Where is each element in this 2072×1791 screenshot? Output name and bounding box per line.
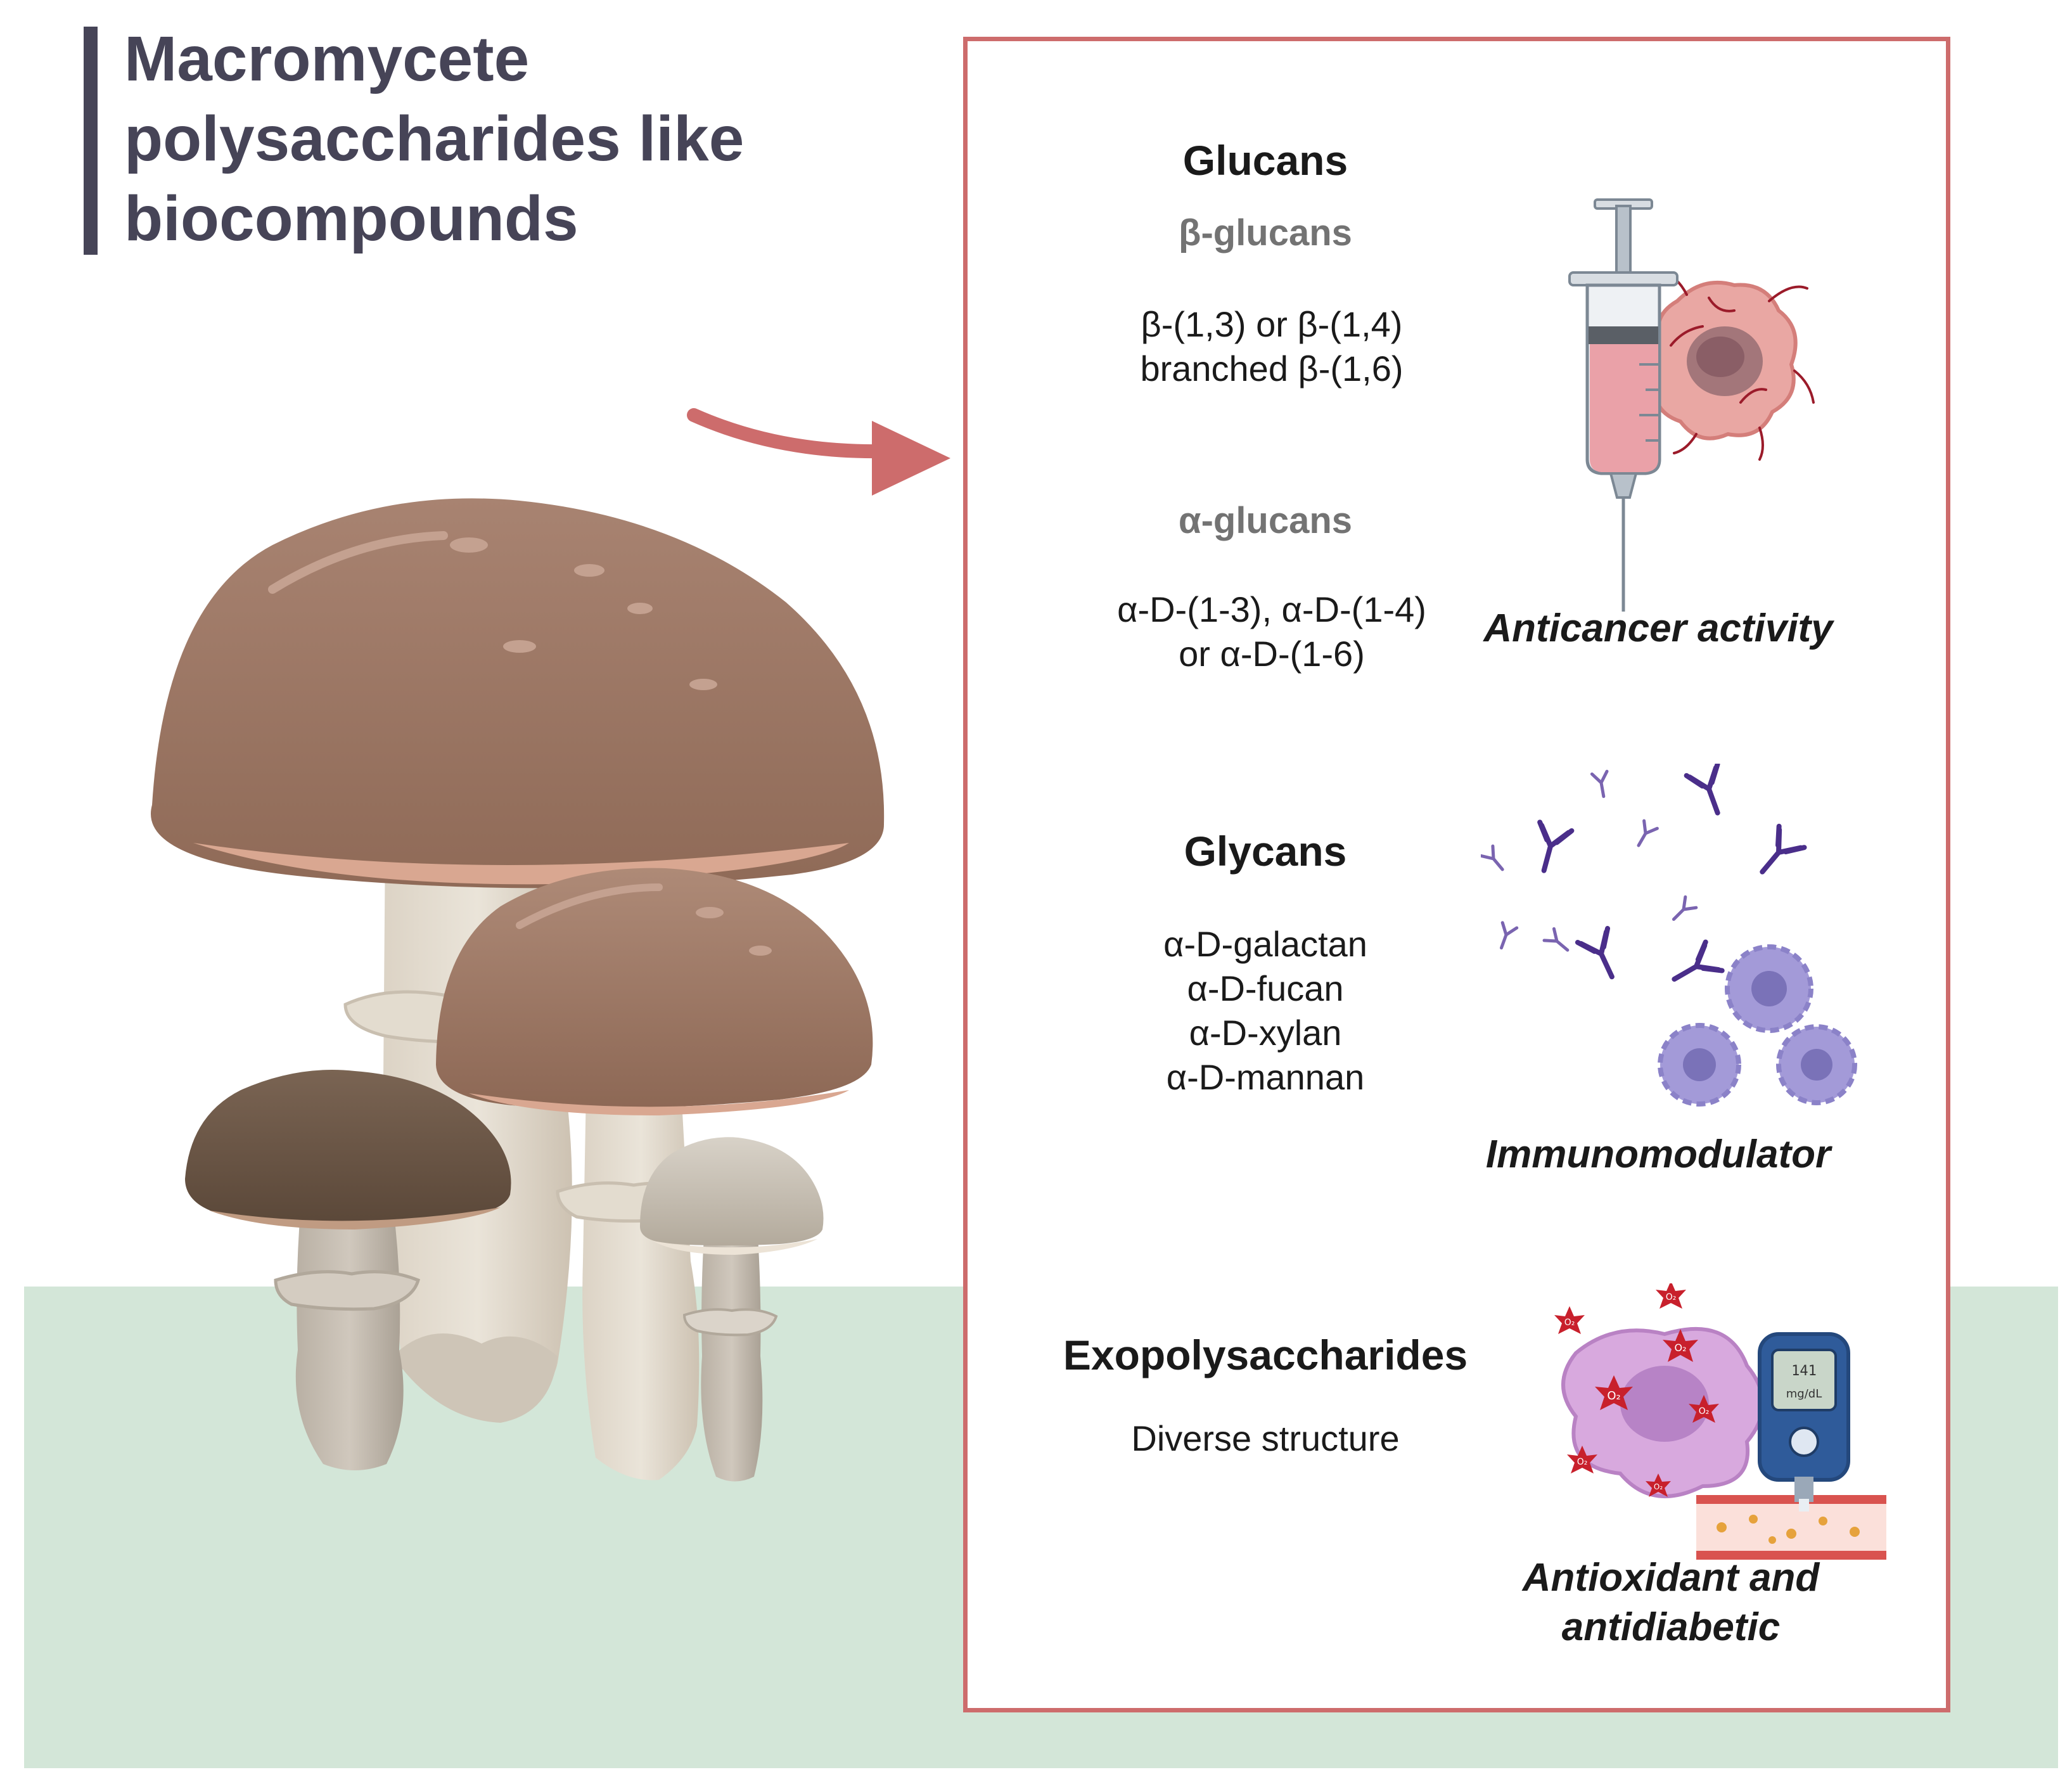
blood-vessel-icon xyxy=(1696,1495,1886,1560)
antioxidant-illustration: O₂ O₂ O₂ O₂ O₂ O₂ O₂ 141 mg/dL xyxy=(1554,1283,1886,1560)
title-line-1: Macromycete xyxy=(124,23,530,94)
mushroom-icon xyxy=(185,1070,511,1470)
immunomodulator-label: Immunomodulator xyxy=(1485,1133,1831,1176)
glucometer-reading: 141 xyxy=(1791,1363,1817,1379)
antibody-icon xyxy=(1481,769,1698,952)
alpha-glucans-line-2: or α-D-(1-6) xyxy=(1179,634,1365,674)
ros-icon: O₂ O₂ O₂ O₂ O₂ O₂ O₂ xyxy=(1554,1283,1719,1497)
immune-cell-icon xyxy=(1658,1023,1741,1107)
beta-glucans-label: β-glucans xyxy=(1179,212,1352,254)
anticancer-label: Anticancer activity xyxy=(1483,607,1833,650)
immunomodulator-illustration xyxy=(1481,764,1857,1107)
ros-label: O₂ xyxy=(1674,1342,1686,1354)
ros-label: O₂ xyxy=(1607,1389,1620,1403)
title-accent-bar xyxy=(84,27,98,255)
glycan-item: α-D-fucan xyxy=(1187,968,1344,1008)
immune-cell-icon xyxy=(1725,944,1813,1033)
mushroom-icon xyxy=(640,1137,824,1482)
exopolysaccharides-heading: Exopolysaccharides xyxy=(1063,1332,1468,1378)
antioxidant-label-line-1: Antioxidant and xyxy=(1522,1556,1820,1600)
figure-title: Macromycete polysaccharides like biocomp… xyxy=(124,19,948,259)
alpha-glucans-line-1: α-D-(1-3), α-D-(1-4) xyxy=(1117,589,1426,629)
cancer-cell-icon xyxy=(1646,271,1815,461)
title-line-2: polysaccharides like xyxy=(124,103,745,174)
syringe-icon xyxy=(1568,198,1679,612)
glucans-heading: Glucans xyxy=(1182,137,1348,184)
glycans-heading: Glycans xyxy=(1184,828,1347,875)
title-line-3: biocompounds xyxy=(124,183,579,254)
ros-label: O₂ xyxy=(1564,1318,1575,1328)
antibody-icon xyxy=(1537,764,1807,982)
ros-label: O₂ xyxy=(1666,1292,1677,1302)
beta-glucans-line-2: branched β-(1,6) xyxy=(1140,349,1404,388)
ros-label: O₂ xyxy=(1654,1482,1663,1491)
arrow-icon xyxy=(687,408,950,496)
alpha-glucans-label: α-glucans xyxy=(1178,500,1353,541)
antioxidant-label-line-2: antidiabetic xyxy=(1561,1605,1781,1649)
ros-label: O₂ xyxy=(1577,1457,1588,1467)
immune-cell-icon xyxy=(1776,1024,1857,1105)
glycan-item: α-D-galactan xyxy=(1163,924,1367,964)
glycan-item: α-D-xylan xyxy=(1189,1013,1342,1053)
glucometer-unit: mg/dL xyxy=(1786,1387,1822,1401)
glucometer-icon: 141 mg/dL xyxy=(1758,1332,1850,1512)
ros-label: O₂ xyxy=(1699,1406,1710,1416)
anticancer-illustration xyxy=(1568,198,1815,612)
glycan-item: α-D-mannan xyxy=(1166,1057,1365,1097)
exopolysaccharides-structure: Diverse structure xyxy=(1131,1418,1400,1458)
polysaccharide-panel: Glucans β-glucans β-(1,3) or β-(1,4) bra… xyxy=(963,37,1950,1712)
beta-glucans-line-1: β-(1,3) or β-(1,4) xyxy=(1141,304,1403,344)
